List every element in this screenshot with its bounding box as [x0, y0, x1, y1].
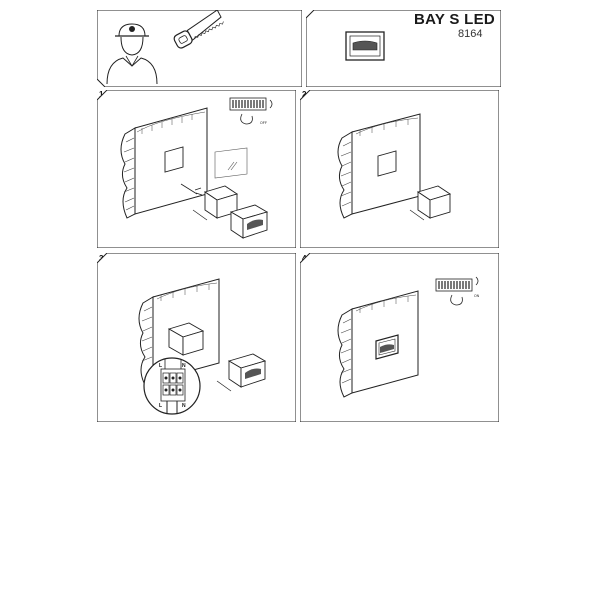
fixture-icon [375, 334, 399, 360]
tools-panel [97, 10, 302, 87]
step-1-panel: OFF [97, 90, 296, 248]
terminal-block-icon: L N L N [143, 357, 201, 415]
step-3-panel: L N L N [97, 253, 296, 422]
mounting-box-icon [167, 322, 205, 356]
fixture-icon [229, 204, 269, 239]
product-code: 8164 [458, 28, 483, 40]
step-number: 2 [302, 90, 307, 99]
terminal-label-top-left: L [159, 363, 162, 369]
step-2-panel [300, 90, 499, 248]
fixture-icon [216, 353, 267, 392]
product-name: BAY S LED [414, 11, 496, 28]
terminal-label-bottom-left: L [159, 403, 162, 409]
brick-wall-icon [120, 107, 208, 219]
product-panel [306, 10, 501, 87]
hand-saw-icon [173, 10, 224, 49]
installer-icon [106, 23, 158, 85]
step-number: 1 [99, 90, 104, 99]
fixture-icon [345, 31, 385, 61]
circuit-breaker-icon: OFF [229, 97, 273, 125]
switch-label-on: ON [474, 294, 480, 298]
switch-label: OFF [260, 121, 267, 125]
step-4-panel: ON [300, 253, 499, 422]
circuit-breaker-icon: ON [435, 276, 480, 306]
terminal-label-bottom-right: N [182, 403, 186, 409]
mounting-box-icon [409, 185, 452, 221]
terminal-label-top-right: N [182, 363, 186, 369]
